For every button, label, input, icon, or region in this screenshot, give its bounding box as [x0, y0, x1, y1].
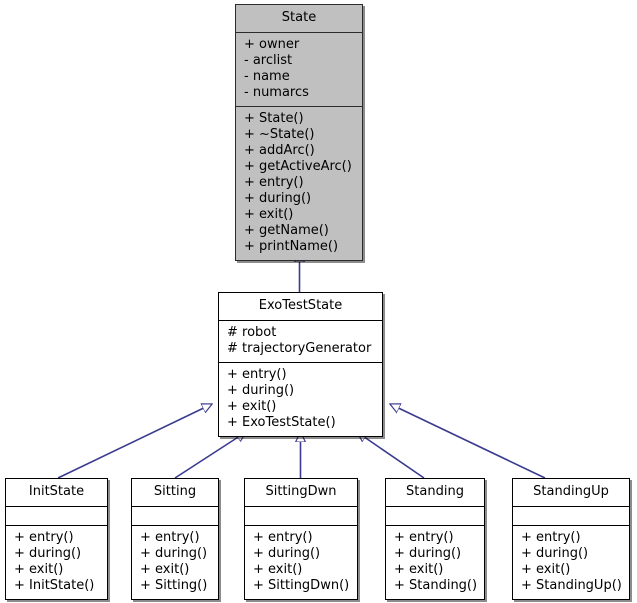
method-row: + getActiveArc() [244, 159, 352, 174]
method-row: + printName() [244, 239, 339, 254]
class-box-initstate[interactable]: InitState + entry() + during() + exit() … [5, 478, 108, 600]
compartment-separator [132, 525, 218, 526]
attributes-compartment-state: + owner - arclist - name - numarcs [236, 33, 362, 106]
method-row: + State() [244, 111, 304, 126]
attributes-compartment-standing [386, 507, 484, 525]
compartment-separator [513, 525, 629, 526]
method-row: + exit() [521, 562, 571, 577]
method-row: + entry() [244, 175, 304, 190]
method-row: + during() [140, 546, 208, 561]
attribute-row: + owner [244, 37, 300, 52]
methods-compartment-state: + State() + ~State() + addArc() + getAct… [236, 107, 362, 260]
class-title-sittingdwn: SittingDwn [265, 484, 337, 499]
attributes-compartment-initstate [6, 507, 107, 525]
class-box-state[interactable]: State + owner - arclist - name - numarcs… [235, 4, 363, 261]
attributes-compartment-sittingdwn [245, 507, 357, 525]
method-row: + exit() [394, 562, 444, 577]
compartment-separator [513, 506, 629, 507]
class-title-standingup: StandingUp [533, 484, 609, 499]
method-row: + during() [521, 546, 589, 561]
method-row: + Sitting() [140, 578, 208, 593]
method-row: + exit() [227, 399, 277, 414]
compartment-separator [6, 506, 107, 507]
method-row: + Standing() [394, 578, 478, 593]
methods-compartment-initstate: + entry() + during() + exit() + InitStat… [6, 526, 107, 599]
attribute-row: - name [244, 69, 290, 84]
method-row: + addArc() [244, 143, 315, 158]
attribute-row: - numarcs [244, 85, 309, 100]
class-box-standing[interactable]: Standing + entry() + during() + exit() +… [385, 478, 485, 600]
attribute-row: - arclist [244, 53, 293, 68]
method-row: + ExoTestState() [227, 415, 336, 430]
class-box-sitting[interactable]: Sitting + entry() + during() + exit() + … [131, 478, 219, 600]
class-box-standingup[interactable]: StandingUp + entry() + during() + exit()… [512, 478, 630, 600]
class-title-sitting: Sitting [153, 484, 197, 499]
attribute-row: # trajectoryGenerator [227, 341, 372, 356]
method-row: + entry() [227, 367, 287, 382]
method-row: + entry() [253, 530, 313, 545]
method-row: + exit() [14, 562, 64, 577]
method-row: + exit() [253, 562, 303, 577]
compartment-separator [386, 506, 484, 507]
compartment-separator [386, 525, 484, 526]
method-row: + during() [244, 191, 312, 206]
compartment-separator [236, 106, 362, 107]
class-title-initstate: InitState [28, 484, 85, 499]
compartment-separator [245, 506, 357, 507]
compartment-separator [219, 362, 382, 363]
method-row: + exit() [140, 562, 190, 577]
method-row: + StandingUp() [521, 578, 622, 593]
edge-standingup-to-exoteststate [390, 404, 546, 479]
method-row: + entry() [140, 530, 200, 545]
attribute-row: # robot [227, 325, 277, 340]
class-title-standing: Standing [406, 484, 464, 499]
class-box-sittingdwn[interactable]: SittingDwn + entry() + during() + exit()… [244, 478, 358, 600]
method-row: + during() [253, 546, 321, 561]
compartment-separator [245, 525, 357, 526]
methods-compartment-standing: + entry() + during() + exit() + Standing… [386, 526, 484, 599]
compartment-separator [132, 506, 218, 507]
method-row: + getName() [244, 223, 329, 238]
method-row: + during() [394, 546, 462, 561]
method-row: + ~State() [244, 127, 315, 142]
edge-sitting-to-exoteststate [174, 432, 246, 479]
method-row: + InitState() [14, 578, 95, 593]
methods-compartment-exoteststate: + entry() + during() + exit() + ExoTestS… [219, 363, 382, 436]
attributes-compartment-standingup [513, 507, 629, 525]
method-row: + during() [14, 546, 82, 561]
methods-compartment-sitting: + entry() + during() + exit() + Sitting(… [132, 526, 218, 599]
edge-standing-to-exoteststate [357, 432, 425, 479]
attributes-compartment-sitting [132, 507, 218, 525]
class-box-exoteststate[interactable]: ExoTestState # robot # trajectoryGenerat… [218, 292, 383, 437]
compartment-separator [219, 320, 382, 321]
attributes-compartment-exoteststate: # robot # trajectoryGenerator [219, 321, 382, 362]
method-row: + during() [227, 383, 295, 398]
edge-initstate-to-exoteststate [57, 403, 212, 479]
methods-compartment-sittingdwn: + entry() + during() + exit() + SittingD… [245, 526, 357, 599]
class-title-state: State [281, 10, 317, 25]
method-row: + entry() [521, 530, 581, 545]
methods-compartment-standingup: + entry() + during() + exit() + Standing… [513, 526, 629, 599]
method-row: + exit() [244, 207, 294, 222]
compartment-separator [236, 32, 362, 33]
compartment-separator [6, 525, 107, 526]
method-row: + SittingDwn() [253, 578, 350, 593]
method-row: + entry() [14, 530, 74, 545]
class-title-exoteststate: ExoTestState [258, 298, 343, 313]
method-row: + entry() [394, 530, 454, 545]
